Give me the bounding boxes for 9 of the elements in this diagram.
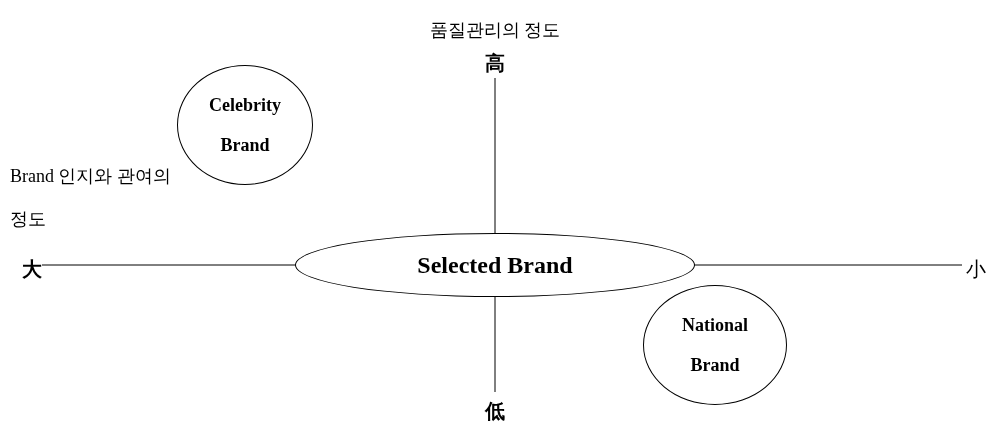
axis-end-label: 低 (485, 399, 505, 424)
node-label: Selected Brand (417, 250, 573, 280)
axis-title: Brand 인지와 관여의 정도 (10, 165, 172, 231)
node-label: Celebrity Brand (208, 94, 282, 157)
axis-end-label: 大 (22, 257, 42, 282)
axis-end-label: 小 (966, 257, 986, 282)
axis-end-label: 高 (485, 51, 505, 76)
axis-title: 품질관리의 정도 (429, 19, 561, 42)
node-label: National Brand (681, 314, 749, 377)
